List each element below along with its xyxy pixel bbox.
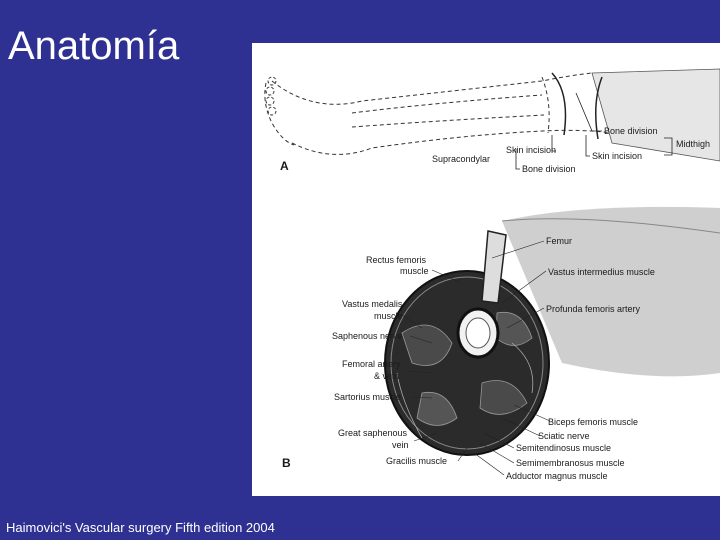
label-femoral-artery-2: & vein [374, 371, 399, 381]
label-supracondylar: Supracondylar [432, 154, 490, 164]
slide-caption: Haimovici's Vascular surgery Fifth editi… [6, 520, 275, 535]
panel-b-letter: B [282, 456, 291, 470]
label-vastus-intermedius: Vastus intermedius muscle [548, 267, 655, 277]
label-great-saphenous: Great saphenous [338, 428, 408, 438]
label-semimembranosus: Semimembranosus muscle [516, 458, 625, 468]
label-rectus-femoris: Rectus femoris [366, 255, 427, 265]
anatomy-illustration: Bone division Midthigh Skin incision Ski… [264, 68, 720, 481]
panel-a-letter: A [280, 159, 289, 173]
leg-outline [264, 72, 613, 155]
label-great-saphenous-2: vein [392, 440, 409, 450]
cross-section [384, 270, 550, 456]
label-vastus-medialis: Vastus medalis [342, 299, 403, 309]
label-midthigh: Midthigh [676, 139, 710, 149]
label-profunda: Profunda femoris artery [546, 304, 641, 314]
label-sartorius: Sartorius muscle [334, 392, 401, 402]
slide-title: Anatomía [8, 24, 180, 68]
label-sciatic: Sciatic nerve [538, 431, 590, 441]
label-skin-incision-right: Skin incision [592, 151, 642, 161]
label-femoral-artery: Femoral artery [342, 359, 401, 369]
thigh-shading [551, 68, 720, 162]
label-skin-incision-left: Skin incision [506, 145, 556, 155]
label-bone-division-top: Bone division [604, 126, 658, 136]
label-bone-division-bottom: Bone division [522, 164, 576, 174]
label-saphenous-nerve: Saphenous nerve [332, 331, 403, 341]
panel-a-leaders [515, 92, 673, 170]
label-rectus-femoris-2: muscle [400, 266, 429, 276]
label-adductor: Adductor magnus muscle [506, 471, 608, 481]
anatomy-figure: Bone division Midthigh Skin incision Ski… [252, 43, 720, 496]
label-semitendinosus: Semitendinosus muscle [516, 443, 611, 453]
toes [265, 76, 277, 116]
femur [456, 230, 507, 359]
label-femur: Femur [546, 236, 572, 246]
thigh-background [501, 206, 720, 377]
label-vastus-medialis-2: muscle [374, 311, 403, 321]
panel-b-leaders [401, 240, 551, 476]
label-biceps: Biceps femoris muscle [548, 417, 638, 427]
label-gracilis: Gracilis muscle [386, 456, 447, 466]
